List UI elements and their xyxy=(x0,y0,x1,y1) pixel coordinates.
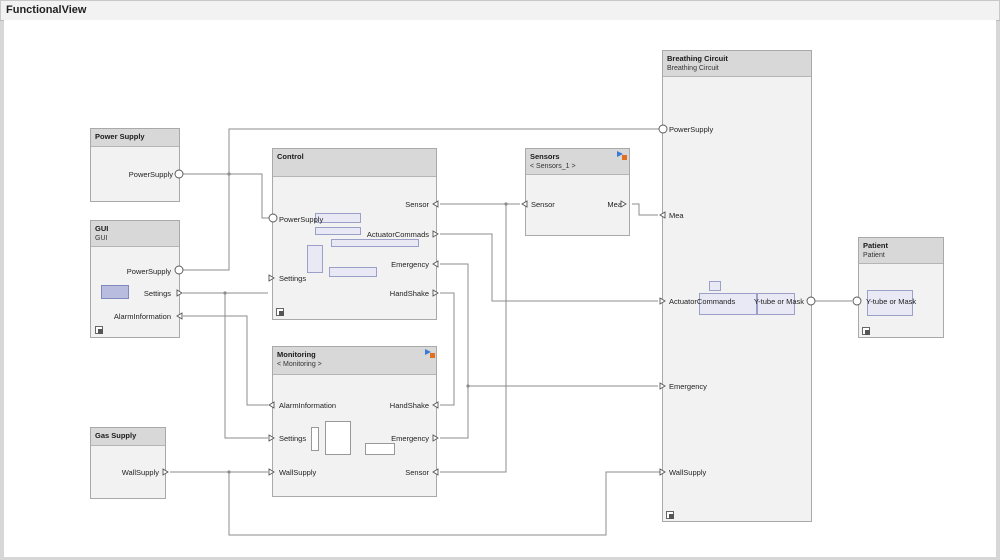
block-patient[interactable]: Patient Patient xyxy=(858,237,944,338)
port-label-ytube: Y-tube or Mask xyxy=(866,297,917,306)
port-label-sensor: Sensor xyxy=(405,468,429,477)
block-name: Breathing Circuit xyxy=(667,54,728,63)
block-control[interactable]: Control xyxy=(272,148,437,320)
port-label-emergency: Emergency xyxy=(391,434,429,443)
port-label-power: PowerSupply xyxy=(128,170,173,179)
port-label-settings: Settings xyxy=(279,274,307,283)
internal-block xyxy=(315,213,361,223)
port-label-ytube: Y-tube or Mask xyxy=(753,297,804,306)
port-label-power: PowerSupply xyxy=(126,267,171,276)
block-gui[interactable]: GUI GUI xyxy=(90,220,180,338)
internal-block xyxy=(325,421,351,455)
port-label-handshake: HandShake xyxy=(389,289,429,298)
block-monitoring[interactable]: Monitoring < Monitoring > xyxy=(272,346,437,497)
block-power-supply[interactable]: Power Supply xyxy=(90,128,180,202)
internal-block xyxy=(315,227,361,235)
block-subtitle: Breathing Circuit xyxy=(667,65,719,72)
block-name: Gas Supply xyxy=(95,431,137,440)
block-name: Monitoring xyxy=(277,350,316,359)
internal-block xyxy=(307,245,323,273)
port-label-alarm: AlarmInformation xyxy=(279,401,337,410)
port-label-sensor: Sensor xyxy=(531,200,555,209)
subsystem-icon xyxy=(862,327,870,335)
port-label-mea: Mea xyxy=(607,200,622,209)
model-reference-icon xyxy=(617,151,627,160)
model-reference-icon xyxy=(425,349,435,358)
port-label-actuator: ActuatorCommads xyxy=(366,230,429,239)
block-subtitle: Patient xyxy=(863,252,885,259)
port-label-handshake: HandShake xyxy=(389,401,429,410)
port-label-wall: WallSupply xyxy=(669,468,707,477)
port-label-alarm: AlarmInformation xyxy=(113,312,171,321)
internal-block xyxy=(329,267,377,277)
internal-block xyxy=(331,239,419,247)
block-subtitle: < Sensors_1 > xyxy=(530,163,576,170)
internal-block xyxy=(709,281,721,291)
subsystem-icon xyxy=(95,326,103,334)
port-label-sensor: Sensor xyxy=(405,200,429,209)
block-name: GUI xyxy=(95,224,109,233)
subsystem-icon xyxy=(666,511,674,519)
block-breathing-circuit[interactable]: Breathing Circuit Breathing Circuit xyxy=(662,50,812,522)
block-subtitle: < Monitoring > xyxy=(277,361,322,368)
window-titlebar: FunctionalView xyxy=(0,0,1000,21)
subsystem-icon xyxy=(276,308,284,316)
port-label-emergency: Emergency xyxy=(669,382,707,391)
keypad-icon xyxy=(101,285,129,299)
internal-block xyxy=(311,427,319,451)
port-label-settings: Settings xyxy=(143,289,171,298)
block-sensors[interactable]: Sensors < Sensors_1 > xyxy=(525,148,630,236)
internal-block xyxy=(867,290,913,316)
port-label-actuator: ActuatorCommands xyxy=(669,297,736,306)
block-name: Sensors xyxy=(530,152,560,161)
internal-block xyxy=(757,293,795,315)
block-name: Control xyxy=(277,152,304,161)
port-label-wall: WallSupply xyxy=(121,468,159,477)
block-name: Patient xyxy=(863,241,889,250)
block-name: Power Supply xyxy=(95,132,145,141)
block-gas-supply[interactable]: Gas Supply xyxy=(90,427,166,499)
internal-block xyxy=(699,293,757,315)
port-label-power: PowerSupply xyxy=(669,125,714,134)
port-label-emergency: Emergency xyxy=(391,260,429,269)
port-label-mea: Mea xyxy=(669,211,684,220)
internal-block xyxy=(365,443,395,455)
port-label-wall: WallSupply xyxy=(279,468,317,477)
port-label-power: PowerSupply xyxy=(279,215,324,224)
port-label-settings: Settings xyxy=(279,434,307,443)
block-subtitle: GUI xyxy=(95,235,108,242)
window-title: FunctionalView xyxy=(6,4,87,16)
